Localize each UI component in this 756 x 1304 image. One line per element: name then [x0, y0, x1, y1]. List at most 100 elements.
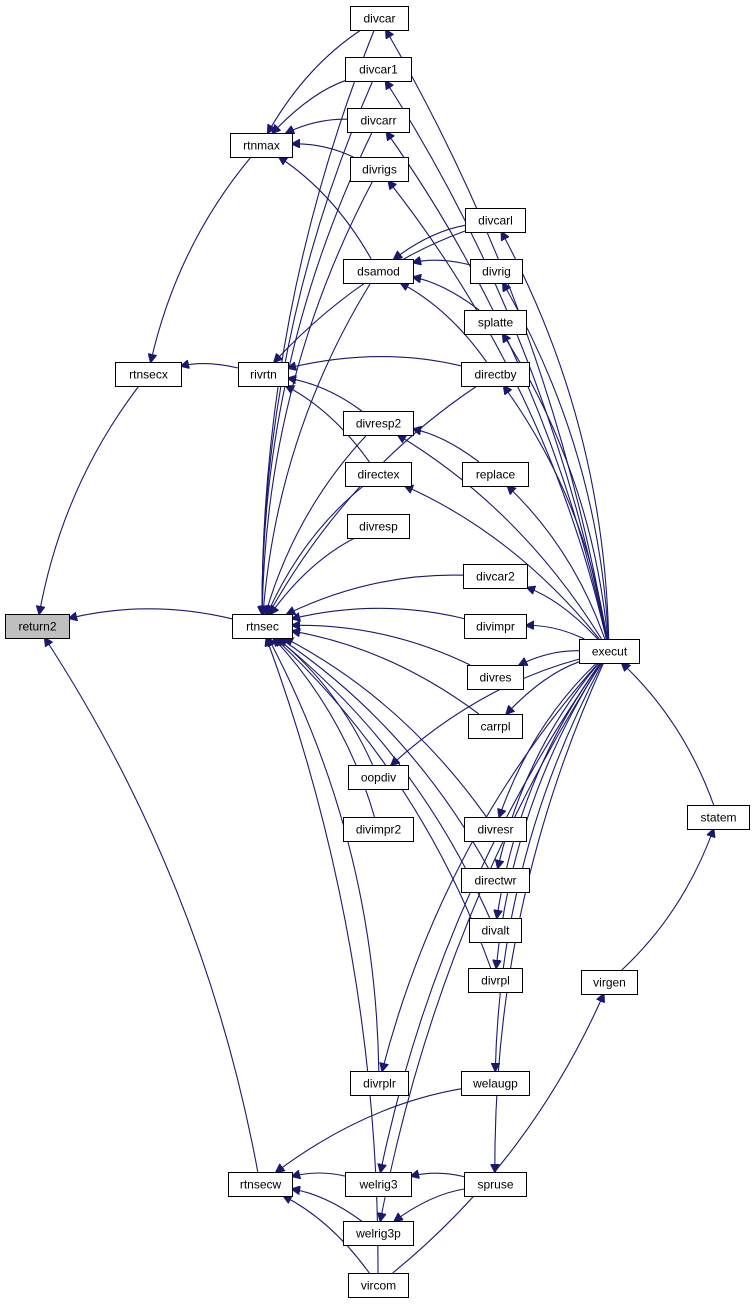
node-label-divcar: divcar [363, 12, 395, 26]
node-box-carrpl [468, 714, 523, 739]
edge-vircom-to-virgen [392, 994, 604, 1274]
node-statem[interactable]: statem [687, 805, 750, 830]
node-label-divresp: divresp [359, 520, 398, 534]
edge-divcarl-to-dsamod [394, 224, 466, 259]
node-divcar1[interactable]: divcar1 [345, 57, 412, 82]
node-label-virgen: virgen [593, 976, 626, 990]
edge-replace-to-divresp2 [413, 429, 480, 463]
node-rtnsec[interactable]: rtnsec [232, 614, 293, 639]
edge-divres-to-rtnsec [292, 625, 471, 666]
node-divresp[interactable]: divresp [347, 514, 410, 539]
node-box-divcar [350, 6, 409, 31]
edge-execut-to-directby [504, 386, 608, 640]
node-box-welrig3p [343, 1221, 414, 1246]
node-divres[interactable]: divres [467, 665, 524, 690]
node-label-carrpl: carrpl [480, 720, 510, 734]
edge-execut-to-divres [519, 650, 580, 665]
node-label-divres: divres [479, 671, 511, 685]
node-replace[interactable]: replace [462, 462, 529, 487]
node-divalt[interactable]: divalt [469, 918, 522, 943]
node-welaugp[interactable]: welaugp [461, 1071, 530, 1096]
node-splatte[interactable]: splatte [464, 310, 527, 335]
edge-execut-to-divrplr [382, 662, 599, 1071]
node-rtnsecw[interactable]: rtnsecw [228, 1172, 293, 1197]
node-welrig3[interactable]: welrig3 [345, 1172, 412, 1197]
edge-directex-to-rtnsec [267, 485, 364, 614]
node-rtnsecx[interactable]: rtnsecx [115, 362, 182, 387]
edge-rtnmax-to-rtnsecx [151, 156, 252, 362]
node-divcar[interactable]: divcar [350, 6, 409, 31]
edge-divcar2-to-rtnsec [287, 574, 464, 614]
node-label-rivrtn: rivrtn [250, 368, 277, 382]
node-box-dsamod [343, 259, 414, 284]
edge-statem-to-execut [622, 663, 715, 806]
edge-execut-to-replace [508, 486, 606, 640]
node-box-splatte [464, 310, 527, 335]
node-divimpr[interactable]: divimpr [464, 614, 527, 639]
edge-splatte-to-dsamod [413, 277, 480, 311]
node-divcarr[interactable]: divcarr [347, 108, 410, 133]
node-label-directby: directby [474, 368, 516, 382]
node-divresr[interactable]: divresr [464, 817, 527, 842]
edge-welaugp-to-rtnsecw [276, 1088, 462, 1172]
node-divcar2[interactable]: divcar2 [463, 564, 528, 589]
node-divrpl[interactable]: divrpl [468, 968, 523, 993]
node-divcarl[interactable]: divcarl [465, 208, 526, 233]
node-directex[interactable]: directex [345, 462, 412, 487]
edge-execut-to-oopdiv [391, 658, 580, 765]
node-label-welrig3: welrig3 [358, 1178, 397, 1192]
node-label-rtnsecw: rtnsecw [240, 1178, 282, 1192]
node-box-directwr [461, 868, 530, 893]
node-divrig[interactable]: divrig [470, 259, 523, 284]
node-divrigs[interactable]: divrigs [350, 157, 409, 182]
node-carrpl[interactable]: carrpl [468, 714, 523, 739]
edge-rtnsecw-to-return2 [45, 638, 259, 1173]
node-box-directex [345, 462, 412, 487]
node-box-divres [467, 665, 524, 690]
node-oopdiv[interactable]: oopdiv [348, 765, 409, 790]
node-box-rtnsecw [228, 1172, 293, 1197]
node-welrig3p[interactable]: welrig3p [343, 1221, 414, 1246]
node-box-divrigs [350, 157, 409, 182]
node-vircom[interactable]: vircom [348, 1273, 409, 1298]
edge-virgen-to-statem [621, 829, 714, 971]
node-execut[interactable]: execut [579, 639, 640, 664]
node-label-rtnmax: rtnmax [243, 139, 280, 153]
edge-directex-to-rivrtn [286, 386, 370, 463]
node-divresp2[interactable]: divresp2 [343, 411, 414, 436]
node-box-welrig3 [345, 1172, 412, 1197]
edge-execut-to-divcar2 [527, 588, 599, 640]
node-label-statem: statem [700, 811, 736, 825]
node-return2[interactable]: return2 [5, 614, 70, 639]
node-label-divcar1: divcar1 [359, 63, 398, 77]
edge-directby-to-rivrtn [288, 356, 462, 368]
node-label-rtnsec: rtnsec [246, 620, 279, 634]
edge-execut-to-directex [405, 486, 600, 640]
edge-divrig-to-dsamod [413, 260, 471, 265]
edge-execut-to-divresp2 [398, 435, 602, 640]
edge-divrplr-to-rtnsec [268, 638, 380, 1072]
node-rtnmax[interactable]: rtnmax [230, 133, 293, 158]
node-spruse[interactable]: spruse [464, 1172, 527, 1197]
node-label-divresp2: divresp2 [356, 417, 402, 431]
node-box-execut [579, 639, 640, 664]
node-box-divcarl [465, 208, 526, 233]
node-virgen[interactable]: virgen [581, 970, 638, 995]
node-label-return2: return2 [18, 620, 56, 634]
node-directwr[interactable]: directwr [461, 868, 530, 893]
node-label-divrigs: divrigs [362, 163, 397, 177]
node-divrplr[interactable]: divrplr [350, 1071, 409, 1096]
node-box-welaugp [461, 1071, 530, 1096]
node-directby[interactable]: directby [461, 362, 530, 387]
node-box-rtnsec [232, 614, 293, 639]
edge-divcarl-to-rivrtn [274, 230, 466, 362]
node-box-statem [687, 805, 750, 830]
edge-divresp2-to-rivrtn [288, 378, 363, 412]
node-box-divimpr2 [343, 817, 414, 842]
node-rivrtn[interactable]: rivrtn [238, 362, 289, 387]
edge-divresp-to-rtnsec [271, 537, 355, 614]
node-dsamod[interactable]: dsamod [343, 259, 414, 284]
node-divimpr2[interactable]: divimpr2 [343, 817, 414, 842]
edge-dsamod-to-rtnmax [279, 157, 372, 260]
